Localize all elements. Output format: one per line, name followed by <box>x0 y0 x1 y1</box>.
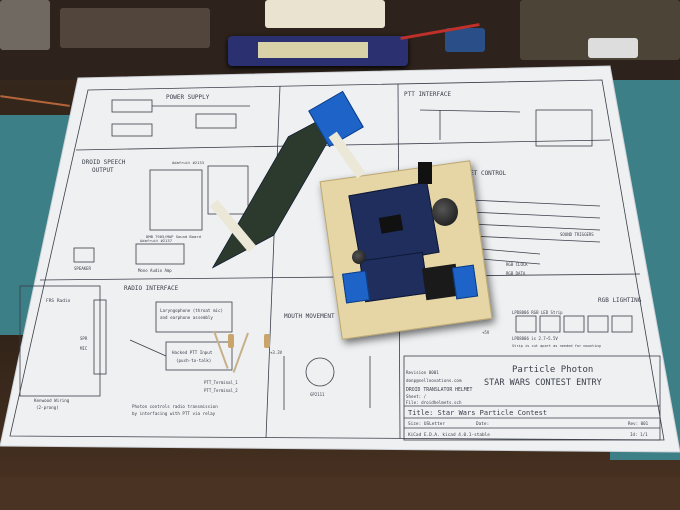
label-sound-board: DMB 7905/MAP Sound Board <box>146 234 201 239</box>
label-plus33v: +3.3V <box>270 350 283 355</box>
tb-revision: Revision 0001 <box>406 370 439 375</box>
label-laryngophone-2: and earphone assembly <box>160 315 213 320</box>
tb-tool: KiCad E.D.A. kicad 4.0.1-stable <box>408 432 490 438</box>
section-power-supply: POWER SUPPLY <box>166 94 210 101</box>
tb-rev: Rev: 001 <box>628 421 649 426</box>
label-photon-controls-1: Photon controls radio transmission <box>132 404 218 409</box>
connector-white <box>588 38 638 58</box>
tb-date: Date: <box>476 421 489 427</box>
label-led-strip-3: Strip is cut apart as needed for mountin… <box>512 344 601 348</box>
section-rgb-lighting: RGB LIGHTING <box>598 297 642 304</box>
label-speaker: SPEAKER <box>74 266 91 271</box>
lipo-battery <box>228 36 408 66</box>
cable-bundle <box>60 8 210 48</box>
section-droid-speech-1: DROID SPEECH <box>82 159 126 166</box>
tb-size: Size: USLetter <box>408 421 445 427</box>
tb-sheet: Sheet: / <box>406 394 427 399</box>
label-rgb-clock: RGB CLOCK <box>506 262 528 267</box>
label-adafruit-1: Adafruit #2133 <box>172 160 204 165</box>
label-mono-audio-amp: Mono Audio Amp <box>138 268 172 273</box>
tb-file: File: droidhelmets.sch <box>406 400 462 405</box>
breadboard <box>265 0 385 28</box>
label-frs-radio: FRS Radio <box>46 298 71 304</box>
label-photon-controls-2: by interfacing with PTT via relay <box>132 411 216 416</box>
label-sound-triggers: SOUND TRIGGERS <box>560 232 594 237</box>
label-hacked-ptt-1: Hacked PTT Input <box>172 350 213 355</box>
tb-id: Id: 1/1 <box>630 432 648 437</box>
label-ptt-terminal-2: PTT_Terminal_2 <box>204 388 238 393</box>
title-line-2: STAR WARS CONTEST ENTRY <box>484 378 602 388</box>
label-adafruit-2: Adafruit #2137 <box>140 238 172 243</box>
screw-terminal-left <box>342 270 370 304</box>
label-spr: SPR <box>80 336 88 341</box>
small-module <box>445 28 485 52</box>
label-mic: MIC <box>80 346 88 351</box>
battery-label <box>258 42 368 58</box>
label-hacked-ptt-2: (push-to-talk) <box>176 358 211 363</box>
label-rgb-data: RGB DATA <box>506 271 526 276</box>
small-capacitor <box>352 250 366 264</box>
section-mouth-movement: MOUTH MOVEMENT <box>284 313 335 320</box>
amp-board <box>359 251 429 303</box>
section-radio-interface: RADIO INTERFACE <box>124 285 179 292</box>
screw-terminal-right <box>451 264 479 300</box>
tb-email: donp@sellnovations.com <box>406 378 462 383</box>
label-plus5v: +5V <box>482 330 490 335</box>
section-ptt-interface: PTT INTERFACE <box>404 91 451 98</box>
label-led-strip-1: LPD8806 RGB LED Strip <box>512 310 563 315</box>
tb-project: DROID TRANSLATOR HELMET <box>406 387 473 393</box>
electrolytic-capacitor <box>432 198 458 226</box>
section-droid-speech-2: OUTPUT <box>92 167 114 174</box>
label-kenwood-1: Kenwood Wiring <box>34 398 70 403</box>
label-ptt-terminal-1: PTT_Terminal_1 <box>204 380 238 385</box>
header-pins <box>418 162 432 184</box>
title-line-1: Particle Photon <box>512 365 593 375</box>
plastic-bag <box>0 0 50 50</box>
desk-edge <box>0 478 680 510</box>
label-led-strip-2: LPD8806 is 2.7~5.5V <box>512 336 558 341</box>
label-gp: GP2111 <box>310 392 325 397</box>
label-laryngophone-1: Laryngophone (throat mic) <box>160 308 223 313</box>
resistor-1 <box>228 334 234 348</box>
tb-title: Title: Star Wars Particle Contest <box>408 409 547 417</box>
label-kenwood-2: (2-prong) <box>36 405 59 410</box>
resistor-2 <box>264 334 270 348</box>
